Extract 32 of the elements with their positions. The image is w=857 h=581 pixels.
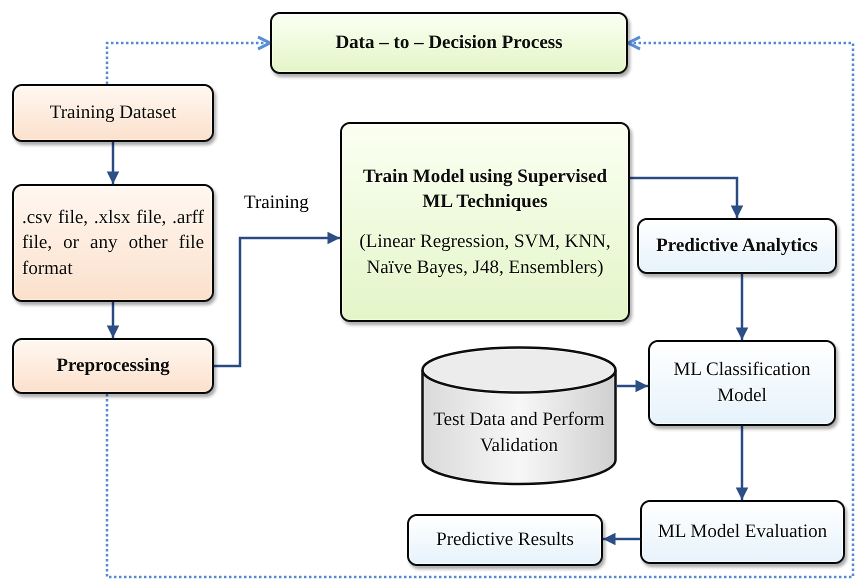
dotted-arrow <box>106 36 854 578</box>
dotted-arrow <box>106 36 272 84</box>
arrow <box>617 380 648 392</box>
box-text: Training Dataset <box>50 101 176 126</box>
process-box <box>12 338 214 394</box>
arrow <box>603 532 640 546</box>
box-text: ML Classification Model <box>672 358 812 408</box>
process-box <box>340 122 630 322</box>
edge-label: Training <box>242 192 311 214</box>
arrow <box>106 302 120 338</box>
box-text: Data – to – Decision Process <box>335 31 563 56</box>
box-text: Predictive Results <box>436 528 574 552</box>
box-text: Test Data and Perform Validation <box>432 408 606 458</box>
heading-text: Train Model using Supervised ML Techniques <box>362 164 608 214</box>
arrow <box>736 274 748 340</box>
box-text: .csv file, .xlsx file, .arff file, or any other file format <box>22 206 204 281</box>
process-box <box>640 500 845 564</box>
title-box <box>270 12 628 74</box>
process-box <box>12 184 214 302</box>
database-cylinder <box>421 346 617 484</box>
box-text: Preprocessing <box>56 354 170 378</box>
process-box <box>648 340 836 426</box>
box-text: Predictive Analytics <box>656 234 818 258</box>
arrow <box>214 232 340 368</box>
box-text: (Linear Regression, SVM, KNN, Naïve Bayes, J48, Ensemblers) <box>358 230 612 280</box>
arrow <box>106 142 120 184</box>
process-box <box>407 514 603 566</box>
process-box <box>12 84 214 142</box>
process-box <box>637 218 837 274</box>
box-text: ML Model Evaluation <box>658 520 828 544</box>
arrow <box>736 426 748 500</box>
arrow <box>630 176 744 218</box>
